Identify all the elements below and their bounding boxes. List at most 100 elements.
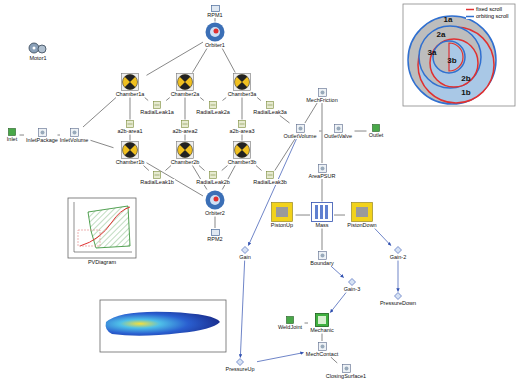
connector-line — [83, 98, 116, 127]
leak-symbol — [268, 175, 273, 176]
orbiter-inner — [210, 195, 220, 205]
component-node: RadialLeak1b — [139, 171, 176, 185]
connector-line — [144, 166, 149, 171]
leak-block — [182, 121, 189, 128]
component-label: PressureUp — [224, 366, 255, 372]
orbiter-inner — [210, 27, 220, 37]
component-block — [334, 124, 342, 132]
legend-text: fixed scroll — [476, 6, 502, 12]
connector-line — [296, 215, 311, 216]
chamber-sector — [180, 143, 191, 158]
inset-frame — [100, 300, 226, 352]
connector-line — [256, 166, 262, 171]
chamber-sector — [125, 75, 136, 90]
gain-symbol — [395, 247, 402, 254]
component-node: RadialLeak3b — [252, 171, 289, 185]
component-label: Gain-3 — [343, 286, 362, 292]
component-label: RPM1 — [206, 12, 223, 18]
component-icon — [266, 101, 274, 109]
component-node: MechContact — [304, 342, 340, 357]
component-icon — [121, 141, 139, 159]
mechanic-inner — [318, 316, 326, 324]
component-icon — [153, 101, 161, 109]
component-icon — [205, 22, 225, 42]
component-node: RadialLeak2b — [195, 171, 232, 185]
component-label: a2b-area3 — [228, 128, 255, 134]
component-label: Chamber1b — [115, 159, 146, 165]
connector-line — [193, 49, 207, 73]
leak-block — [127, 121, 134, 128]
component-node: Mechanic — [309, 313, 336, 333]
chamber-disc — [123, 143, 138, 158]
leak-block — [267, 172, 274, 179]
scroll-region — [430, 39, 478, 87]
component-node: Orbiter1 — [204, 22, 227, 48]
connector-line — [222, 49, 235, 73]
component-node: Chamber3b — [226, 141, 258, 165]
component-node: OutletVolume — [282, 124, 319, 139]
leak-symbol — [183, 124, 188, 125]
connector-line — [331, 266, 344, 277]
legend-text: orbiting scroll — [476, 13, 508, 19]
legend-line — [466, 8, 474, 10]
leak-symbol — [211, 105, 216, 106]
component-block — [38, 128, 46, 136]
contour-inset — [100, 300, 226, 352]
piston-head — [276, 207, 288, 217]
component-node: Chamber2b — [169, 141, 201, 165]
component-icon — [121, 73, 139, 91]
component-icon — [318, 164, 327, 173]
inset-frame — [403, 4, 515, 106]
component-node: Chamber1b — [114, 141, 146, 165]
scroll-region — [408, 16, 496, 104]
chamber-frame — [177, 74, 194, 91]
component-icon — [176, 73, 194, 91]
pv-area — [88, 206, 130, 248]
component-icon — [176, 141, 194, 159]
leak-block — [239, 121, 246, 128]
component-label: ClosingSurface1 — [325, 373, 367, 379]
connector-line — [248, 139, 296, 245]
region-label: 1a — [444, 15, 453, 24]
component-node: RadialLeak1a — [139, 101, 176, 115]
component-node: a2b-area3 — [228, 120, 257, 134]
chamber-disc — [123, 75, 138, 90]
chamber-sector — [125, 143, 136, 158]
component-icon — [236, 358, 244, 366]
component-node: Gain-3 — [342, 278, 362, 292]
component-icon — [372, 124, 380, 132]
component-icon — [318, 342, 327, 351]
leak-block — [210, 102, 217, 109]
scroll-region — [419, 26, 481, 88]
connector-line — [145, 98, 148, 101]
chamber-disc — [235, 143, 250, 158]
component-label: a2b-area1 — [116, 128, 143, 134]
component-label: Mechanic — [309, 327, 335, 333]
port-block — [373, 125, 380, 132]
piston-body — [352, 203, 373, 222]
chamber-frame — [122, 142, 139, 159]
component-label: Gain-2 — [389, 254, 408, 260]
connector-line — [375, 229, 391, 246]
component-label: Gain — [238, 254, 252, 260]
connector-line — [130, 98, 131, 120]
legend-entry: orbiting scroll — [466, 13, 508, 19]
legend-swatch — [466, 14, 475, 19]
pv-diagram — [68, 198, 136, 258]
component-node: PressureUp — [224, 358, 257, 372]
component-label: Chamber3b — [227, 159, 258, 165]
component-label: InletPackage — [25, 137, 59, 143]
leak-symbol — [128, 124, 133, 125]
leak-symbol — [155, 105, 160, 106]
component-label: MechContact — [305, 351, 339, 357]
component-label: RPM2 — [206, 236, 223, 242]
component-symbol — [336, 126, 340, 130]
component-icon — [70, 128, 79, 137]
gain-symbol — [237, 359, 244, 366]
component-symbol — [72, 130, 76, 134]
gear-hub — [33, 47, 36, 50]
component-icon — [286, 316, 294, 324]
connector-line — [200, 98, 204, 101]
component-block — [296, 124, 304, 132]
mass-stripe — [315, 205, 318, 219]
